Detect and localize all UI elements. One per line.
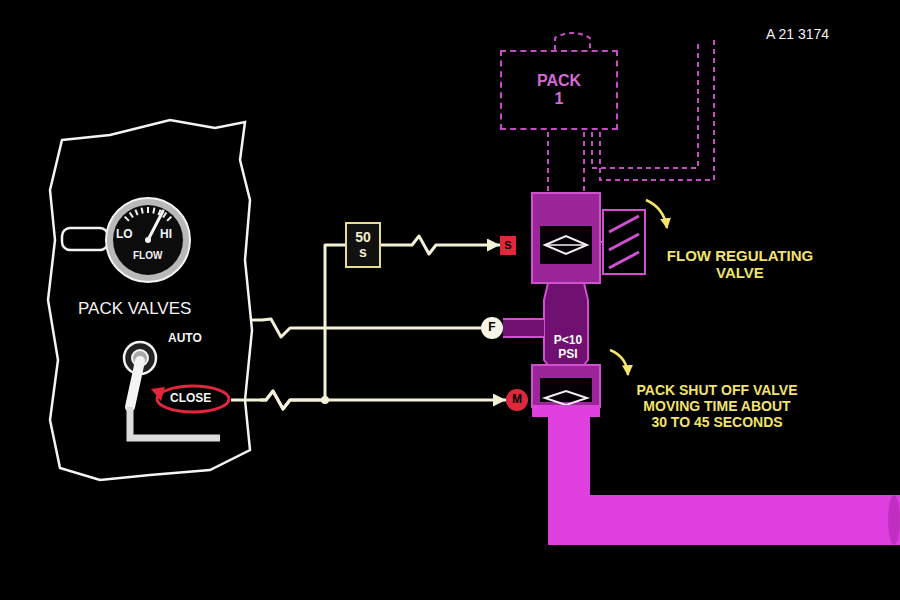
gauge-hub xyxy=(145,237,151,243)
callout-arrow xyxy=(646,200,667,228)
flow-gauge: LO HI FLOW xyxy=(104,196,192,284)
panel-outline xyxy=(48,120,252,480)
supply-pipe xyxy=(548,495,900,545)
close-ring xyxy=(157,386,229,412)
spring-coil xyxy=(609,216,639,232)
timer-box: 50 s xyxy=(345,222,381,268)
butterfly-disc xyxy=(545,391,587,405)
flow-sensor-circle: F xyxy=(481,317,503,339)
valve-neck xyxy=(544,283,588,365)
node-text: S xyxy=(504,239,511,251)
gauge-face xyxy=(113,205,183,275)
gauge-tick xyxy=(125,217,129,221)
butterfly-shaft xyxy=(545,244,587,246)
sensor-tube xyxy=(503,336,544,338)
valve-callout: PACK SHUT OFF VALVE MOVING TIME ABOUT 30… xyxy=(634,382,800,430)
gauge-tab xyxy=(62,228,108,250)
callout-arrow xyxy=(610,350,628,375)
pressure-note: P<10 PSI xyxy=(549,334,587,362)
pipe-end xyxy=(888,495,900,545)
node-text: PACK 1 xyxy=(537,72,581,107)
spring-coil xyxy=(609,252,639,268)
butterfly-disc xyxy=(545,236,587,254)
valve-bore xyxy=(540,226,592,264)
gauge-tick xyxy=(153,208,154,214)
pack-outlet-duct xyxy=(548,132,584,193)
sensor-tube xyxy=(503,319,544,337)
gauge-bezel xyxy=(106,198,190,282)
node-text: M xyxy=(512,393,522,406)
gauge-tick xyxy=(167,217,171,221)
spring-link xyxy=(600,241,603,243)
spring-coil xyxy=(609,216,639,268)
panel-text: PACK VALVES xyxy=(78,300,191,319)
gauge-tick xyxy=(163,213,166,218)
motor-circle: M xyxy=(506,389,528,411)
drawing-number: A 21 3174 xyxy=(766,26,829,42)
solenoid-square: S xyxy=(500,236,516,255)
spring-coil xyxy=(609,234,639,250)
panel-text: AUTO xyxy=(168,332,202,345)
gauge-tick xyxy=(135,210,137,216)
gauge-tick xyxy=(142,208,143,214)
pack-top-duct xyxy=(555,33,590,50)
regulating-valve-body xyxy=(532,193,600,283)
valve-callout: FLOW REGULATING VALVE xyxy=(660,247,820,282)
control-panel: LO HI FLOW PACK VALVES AUTO CLOSE xyxy=(45,115,260,490)
panel-text: FLOW xyxy=(133,250,162,261)
close-ring-arrow xyxy=(151,387,165,401)
pack-box: PACK 1 xyxy=(500,50,618,130)
gauge-tick xyxy=(147,207,149,213)
gauge-ticks xyxy=(125,207,172,221)
panel-text: HI xyxy=(160,228,172,241)
panel-text: CLOSE xyxy=(170,392,211,405)
node-text: 50 s xyxy=(355,230,371,261)
shutoff-valve-body xyxy=(532,365,600,407)
panel-text: LO xyxy=(116,228,133,241)
switch-wire-lead xyxy=(231,399,260,402)
gauge-tick xyxy=(130,213,133,218)
node-text: F xyxy=(488,321,495,334)
toggle-lever xyxy=(130,361,140,407)
sensor-tube xyxy=(503,318,544,320)
spring-box xyxy=(603,210,645,274)
signal-wire xyxy=(381,236,500,254)
